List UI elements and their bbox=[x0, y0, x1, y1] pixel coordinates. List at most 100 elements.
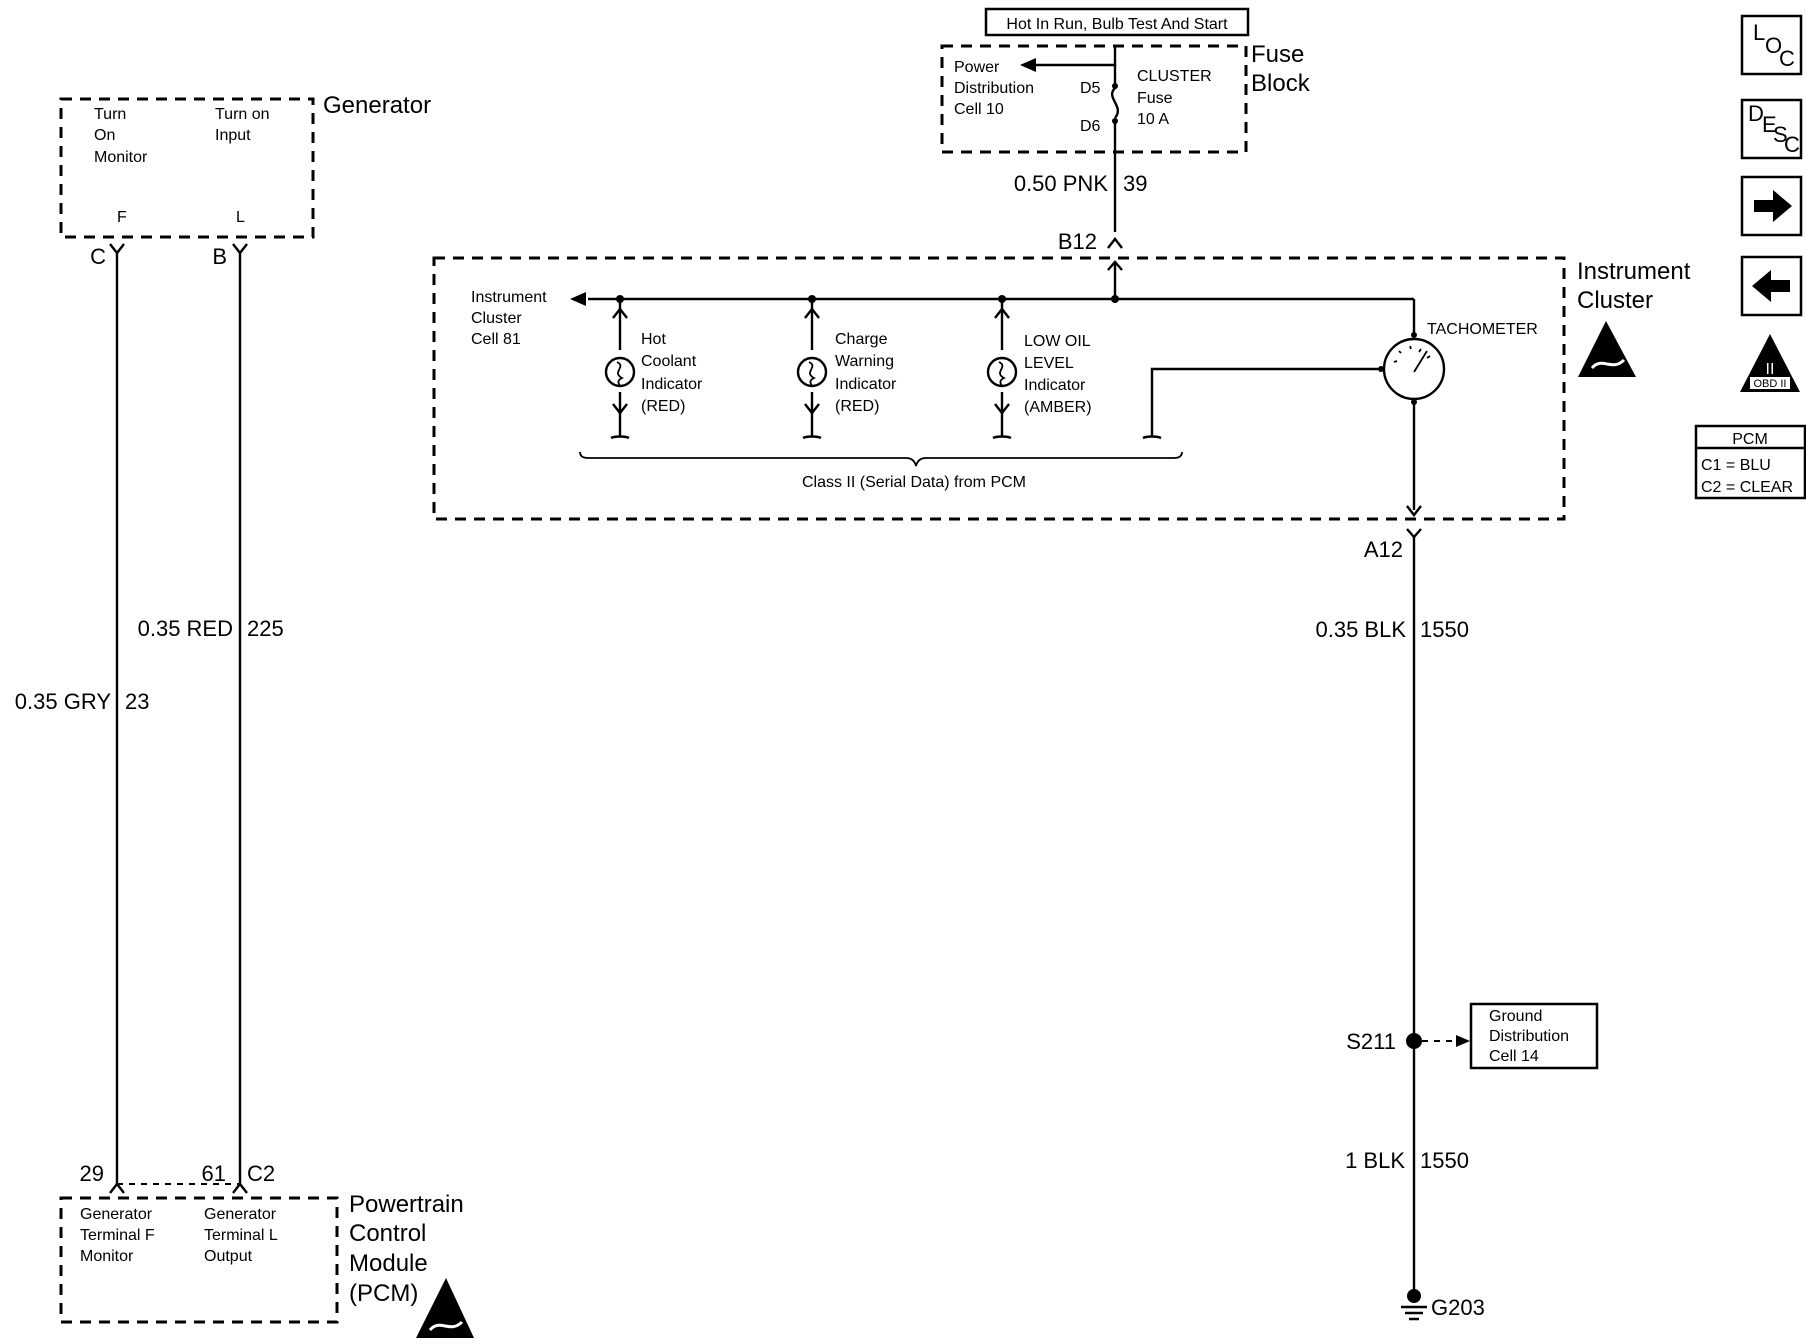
tachometer-gauge-icon bbox=[1382, 337, 1446, 401]
cluster-ref-2: Cluster bbox=[471, 310, 522, 327]
indicator-2-line-3: Indicator bbox=[835, 376, 897, 393]
pcm-right-1: Generator bbox=[204, 1206, 277, 1223]
pcm: 29 61 C2 Generator Terminal F Monitor Ge… bbox=[59, 1161, 474, 1338]
cluster-ref-1: Instrument bbox=[471, 289, 547, 306]
generator-terminal-l: L bbox=[236, 209, 245, 226]
generator-terminal-f: F bbox=[117, 209, 127, 226]
tachometer: TACHOMETER bbox=[1378, 299, 1538, 517]
wire-pnk-39: 0.50 PNK 39 B12 bbox=[1014, 152, 1147, 254]
pcm-left-3: Monitor bbox=[80, 1248, 134, 1265]
fuse-block: Fuse Block Power Distribution Cell 10 D5… bbox=[940, 41, 1311, 154]
indicator-1-line-1: Hot bbox=[641, 331, 666, 348]
generator-right-1: Turn on bbox=[215, 106, 270, 123]
pcm-title-2: Control bbox=[349, 1220, 426, 1247]
indicator-2-line-1: Charge bbox=[835, 331, 888, 348]
cluster-ref-3: Cell 81 bbox=[471, 331, 521, 348]
pcm-title-4: (PCM) bbox=[349, 1280, 418, 1307]
wire-blk-lower-circuit: 1550 bbox=[1420, 1148, 1469, 1173]
wire-gry-23: 0.35 GRY 23 bbox=[15, 253, 149, 1185]
wire-gry-circuit: 23 bbox=[125, 689, 149, 714]
ground-ref-3: Cell 14 bbox=[1489, 1048, 1539, 1065]
connector-a12-icon bbox=[1406, 528, 1422, 539]
serial-data-brace bbox=[579, 451, 1183, 467]
arrow-right-icon bbox=[1754, 190, 1792, 222]
prev-page-button[interactable] bbox=[1740, 255, 1803, 317]
ground-ref-1: Ground bbox=[1489, 1008, 1542, 1025]
ground-ref-2: Distribution bbox=[1489, 1028, 1569, 1045]
indicator-low-oil-level: LOW OIL LEVEL Indicator (AMBER) bbox=[986, 299, 1092, 440]
obd-numeral: II bbox=[1766, 361, 1775, 378]
pcm-left-2: Terminal F bbox=[80, 1227, 155, 1244]
generator-right-2: Input bbox=[215, 127, 251, 144]
bulb-icon bbox=[604, 356, 636, 388]
desc-button[interactable]: D E S C bbox=[1740, 98, 1803, 160]
pcm-connector-legend: PCM C1 = BLU C2 = CLEAR bbox=[1694, 424, 1806, 500]
wire-red-gauge: 0.35 RED bbox=[138, 616, 233, 641]
connector-c-icon bbox=[109, 243, 125, 255]
pcm-left-1: Generator bbox=[80, 1206, 153, 1223]
desc-icon-c: C bbox=[1784, 132, 1800, 157]
pcm-pin-29-label: 29 bbox=[80, 1161, 104, 1186]
pcm-connector-label: C2 bbox=[247, 1161, 275, 1186]
loc-icon-o: O bbox=[1765, 33, 1782, 58]
fuse-pin-d6: D6 bbox=[1080, 118, 1101, 135]
indicator-2-line-4: (RED) bbox=[835, 398, 879, 415]
pcm-pin-29-icon bbox=[109, 1182, 125, 1194]
ground-circuit: A12 0.35 BLK 1550 S211 Ground Distributi… bbox=[1315, 528, 1599, 1321]
esd-warning-icon bbox=[416, 1278, 474, 1338]
connector-b-label: B bbox=[212, 244, 227, 269]
wire-blk-lower-gauge: 1 BLK bbox=[1345, 1148, 1405, 1173]
ground-ref-arrow-icon bbox=[1456, 1035, 1470, 1047]
fuse-name-3: 10 A bbox=[1137, 111, 1169, 128]
power-dist-label-2: Distribution bbox=[954, 80, 1034, 97]
desc-icon-d: D bbox=[1748, 101, 1764, 126]
loc-button[interactable]: L O C bbox=[1740, 14, 1803, 76]
power-dist-label-1: Power bbox=[954, 59, 1000, 76]
header-label-box: Hot In Run, Bulb Test And Start bbox=[984, 7, 1250, 37]
connector-b12-label: B12 bbox=[1058, 229, 1097, 254]
indicator-3-line-1: LOW OIL bbox=[1024, 333, 1091, 350]
desc-icon-s: S bbox=[1773, 122, 1788, 147]
tachometer-label: TACHOMETER bbox=[1427, 321, 1538, 338]
esd-warning-icon bbox=[1578, 321, 1636, 377]
generator-left-2: On bbox=[94, 127, 115, 144]
pcm-title-1: Powertrain bbox=[349, 1191, 464, 1218]
generator: Generator Turn On Monitor Turn on Input … bbox=[59, 92, 431, 269]
power-dist-arrow-icon bbox=[1020, 58, 1036, 72]
fuse-pin-d5: D5 bbox=[1080, 80, 1101, 97]
indicator-1-line-3: Indicator bbox=[641, 376, 703, 393]
loc-icon-l: L bbox=[1753, 20, 1765, 45]
legend-title: PCM bbox=[1732, 431, 1768, 448]
ground-point-label: G203 bbox=[1431, 1295, 1485, 1320]
power-dist-label-3: Cell 10 bbox=[954, 101, 1004, 118]
indicator-1-line-4: (RED) bbox=[641, 398, 685, 415]
bulb-icon bbox=[986, 356, 1018, 388]
generator-left-1: Turn bbox=[94, 106, 126, 123]
obd-ii-icon[interactable]: II OBD II bbox=[1740, 334, 1800, 392]
wire-red-225: 0.35 RED 225 bbox=[138, 253, 284, 1185]
fuse-name-1: CLUSTER bbox=[1137, 68, 1212, 85]
ground-g203-icon bbox=[1401, 1289, 1427, 1321]
connector-b12-icon bbox=[1107, 237, 1123, 249]
serial-data-label: Class II (Serial Data) from PCM bbox=[802, 474, 1026, 491]
splice-s211-icon bbox=[1406, 1033, 1422, 1049]
connector-b-icon bbox=[232, 243, 248, 255]
pcm-right-2: Terminal L bbox=[204, 1227, 278, 1244]
connector-c-label: C bbox=[90, 244, 106, 269]
next-page-button[interactable] bbox=[1740, 175, 1803, 237]
arrow-left-icon bbox=[1752, 270, 1790, 302]
instrument-cluster: Instrument Cluster Instrument Cluster Ce… bbox=[432, 256, 1691, 521]
wire-pnk-circuit: 39 bbox=[1123, 171, 1147, 196]
fuse-icon bbox=[1110, 87, 1120, 119]
wire-pnk-gauge: 0.50 PNK bbox=[1014, 171, 1108, 196]
wire-blk-upper-gauge: 0.35 BLK bbox=[1315, 617, 1406, 642]
pcm-pin-61-label: 61 bbox=[202, 1161, 226, 1186]
obd-text: OBD II bbox=[1753, 378, 1786, 390]
desc-icon-e: E bbox=[1762, 112, 1777, 137]
fuse-block-title-2: Block bbox=[1251, 70, 1311, 97]
generator-left-3: Monitor bbox=[94, 149, 148, 166]
legend-c1: C1 = BLU bbox=[1701, 457, 1771, 474]
wire-gry-gauge: 0.35 GRY bbox=[15, 689, 112, 714]
indicator-3-line-2: LEVEL bbox=[1024, 355, 1074, 372]
